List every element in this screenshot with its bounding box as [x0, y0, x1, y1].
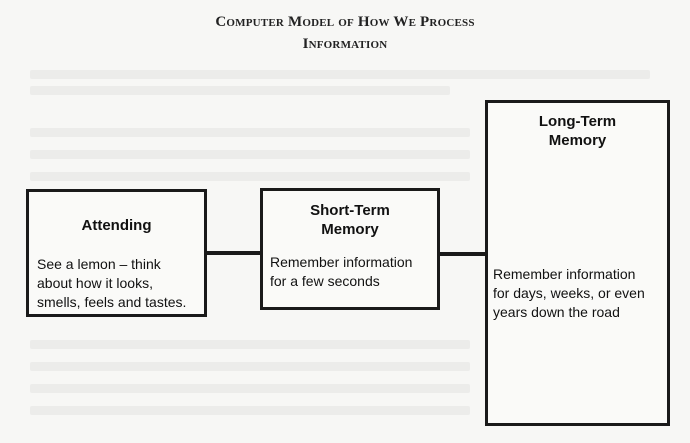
- attending-box: Attending See a lemon – think about how …: [26, 189, 207, 317]
- long-term-memory-description: Remember information for days, weeks, or…: [493, 266, 645, 320]
- connector-short-term-to-long-term: [440, 252, 485, 256]
- attending-heading: Attending: [81, 217, 152, 234]
- long-term-memory-heading: Long-Term Memory: [538, 113, 617, 149]
- diagram-title-line-2: Information: [302, 36, 388, 52]
- short-term-memory-description: Remember information for a few seconds: [270, 254, 413, 289]
- diagram-title-line-1: Computer Model of How We Process: [215, 14, 475, 30]
- short-term-memory-heading: Short-Term Memory: [310, 202, 390, 238]
- short-term-memory-box: Short-Term Memory Remember information f…: [260, 188, 440, 310]
- connector-attending-to-short-term: [207, 251, 260, 255]
- long-term-memory-box: Long-Term Memory Remember information fo…: [485, 100, 670, 426]
- attending-description: See a lemon – think about how it looks, …: [37, 256, 187, 310]
